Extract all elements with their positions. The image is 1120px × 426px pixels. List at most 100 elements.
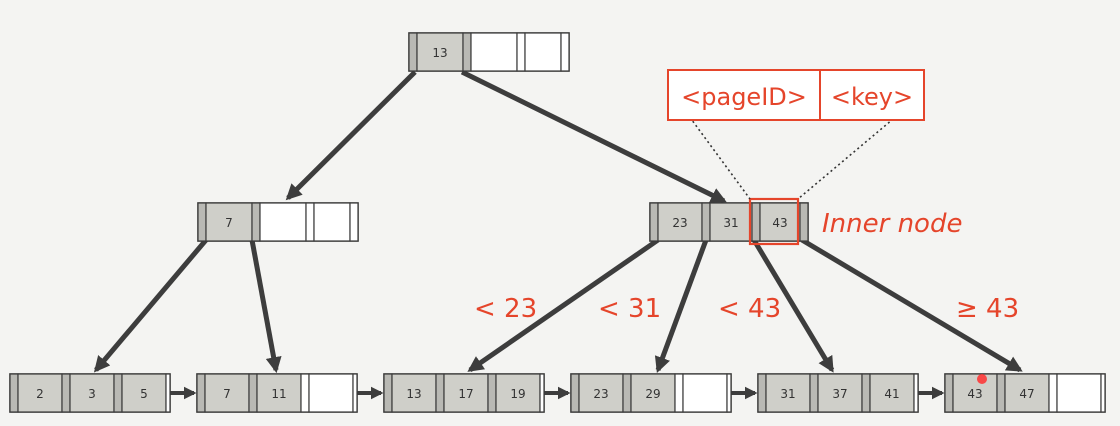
next-leaf-pointer-slot	[726, 373, 732, 413]
leaf-key: 47	[1019, 387, 1034, 401]
leaf-key: 2	[36, 387, 44, 401]
key-cell	[391, 373, 437, 413]
pointer-slot	[861, 373, 871, 413]
pointer-slot	[300, 373, 310, 413]
pointer-slot-empty	[305, 202, 315, 242]
pointer-slot	[197, 202, 207, 242]
key-cell	[416, 32, 464, 72]
key-cell	[17, 373, 63, 413]
key-cell	[1004, 373, 1050, 413]
pointer-slot	[462, 32, 472, 72]
next-leaf-pointer-slot	[539, 373, 545, 413]
key-cell	[204, 373, 250, 413]
pointer-slot	[9, 373, 19, 413]
inner-right-key-2: 31	[723, 216, 738, 230]
highlight-pointer-key-pair	[748, 197, 800, 246]
key-cell	[256, 373, 302, 413]
empty-key-cell	[308, 373, 354, 413]
leaf-key: 29	[645, 387, 660, 401]
empty-key-cell	[313, 202, 351, 242]
key-cell	[657, 202, 703, 242]
range-label-lt-23: < 23	[474, 294, 537, 324]
pointer-slot-empty	[349, 202, 359, 242]
pointer-slot	[809, 373, 819, 413]
pageid-key-legend: <pageID> <key>	[667, 69, 925, 121]
key-cell	[869, 373, 915, 413]
pointer-slot-empty	[516, 32, 526, 72]
pointer-slot	[944, 373, 954, 413]
pointer-slot	[701, 202, 711, 242]
key-cell	[630, 373, 676, 413]
empty-key-cell	[524, 32, 562, 72]
pointer-slot	[570, 373, 580, 413]
next-leaf-pointer-slot	[1100, 373, 1106, 413]
pointer-slot	[196, 373, 206, 413]
pointer-slot	[408, 32, 418, 72]
range-label-ge-43: ≥ 43	[956, 294, 1019, 324]
leaf-key: 41	[884, 387, 899, 401]
leaf-key: 23	[593, 387, 608, 401]
edge-inner-right-to-leaf-6	[800, 237, 1023, 373]
leaf-node: 2 3 5	[9, 373, 171, 413]
pointer-slot	[799, 202, 809, 242]
key-cell	[709, 202, 753, 242]
pageid-legend-box	[667, 69, 821, 121]
edge-inner-left-to-leaf-1	[93, 238, 208, 373]
edge-inner-right-to-leaf-4	[654, 239, 709, 374]
key-cell	[495, 373, 541, 413]
key-cell	[69, 373, 115, 413]
inner-node-label: Inner node	[822, 209, 962, 239]
pointer-slot	[622, 373, 632, 413]
empty-key-cell	[470, 32, 518, 72]
tree-edges	[93, 69, 1023, 374]
pointer-slot	[248, 373, 258, 413]
range-label-lt-43: < 43	[718, 294, 781, 324]
pointer-slot	[61, 373, 71, 413]
leaf-node: 23 29	[570, 373, 732, 413]
pointer-slot	[1048, 373, 1058, 413]
pointer-cursor-dot	[977, 374, 987, 384]
inner-right-key-3: 43	[772, 216, 787, 230]
leaf-key: 31	[780, 387, 795, 401]
inner-node-left: 7	[197, 202, 359, 242]
next-leaf-pointer-slot	[165, 373, 171, 413]
leaf-key: 13	[406, 387, 421, 401]
inner-left-key-1: 7	[225, 216, 233, 230]
key-cell	[952, 373, 998, 413]
pointer-slot	[996, 373, 1006, 413]
empty-key-cell	[259, 202, 307, 242]
edge-inner-right-to-leaf-5	[751, 238, 835, 373]
leaf-key: 5	[140, 387, 148, 401]
key-cell	[205, 202, 253, 242]
pointer-slot	[751, 202, 761, 242]
pointer-slot	[649, 202, 659, 242]
key-cell	[817, 373, 863, 413]
next-leaf-pointer-slot	[352, 373, 358, 413]
pointer-slot	[435, 373, 445, 413]
leaf-key: 17	[458, 387, 473, 401]
key-legend-box	[819, 69, 925, 121]
key-cell	[443, 373, 489, 413]
pointer-slot	[757, 373, 767, 413]
empty-key-cell	[682, 373, 728, 413]
pointer-slot	[674, 373, 684, 413]
edge-root-to-inner-right	[460, 69, 727, 204]
pointer-slot	[113, 373, 123, 413]
empty-key-cell	[1056, 373, 1102, 413]
edge-inner-left-to-leaf-2	[249, 239, 282, 374]
pointer-slot	[383, 373, 393, 413]
pointer-slot	[251, 202, 261, 242]
range-label-lt-31: < 31	[598, 294, 661, 324]
pageid-legend-label: <pageID>	[681, 83, 807, 111]
pointer-slot-empty	[560, 32, 570, 72]
edge-root-to-inner-left	[285, 70, 417, 201]
leaf-key: 3	[88, 387, 96, 401]
leaf-key: 7	[223, 387, 231, 401]
key-cell	[121, 373, 167, 413]
